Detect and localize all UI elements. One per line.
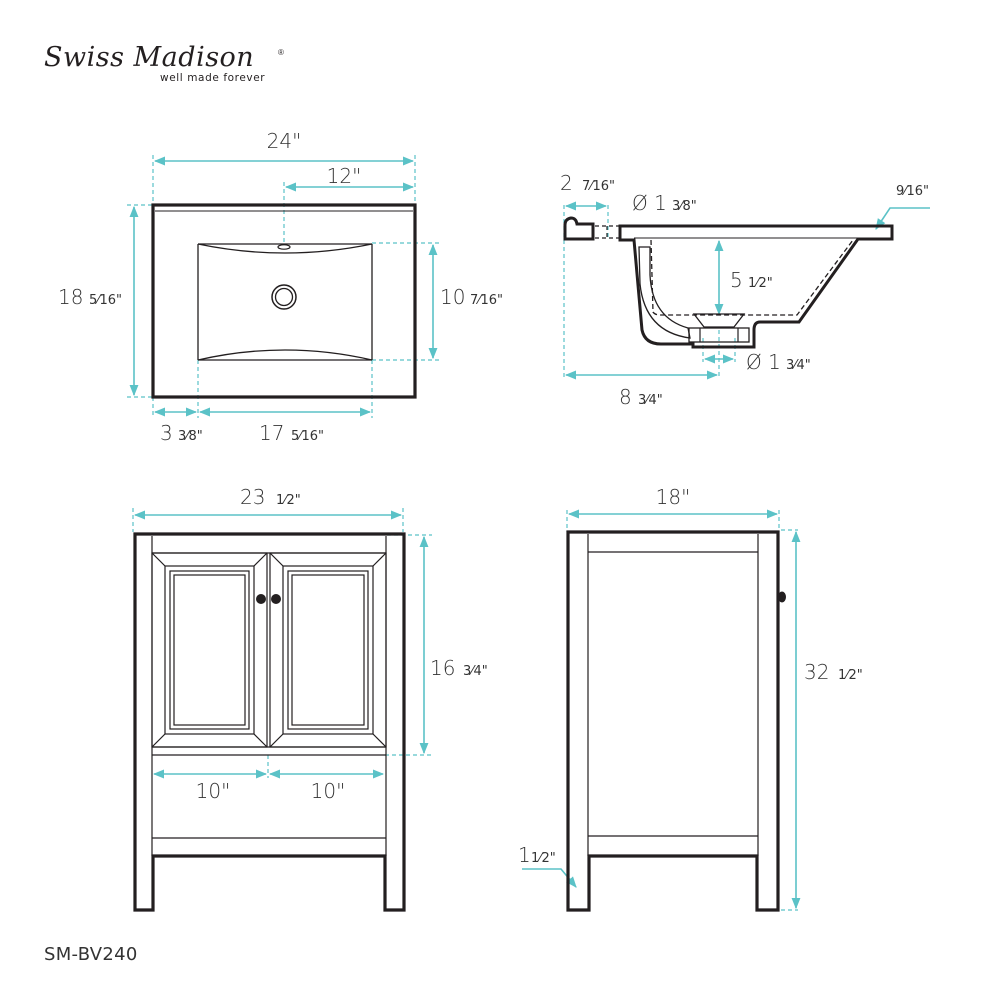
dim-side-height: 32 [804, 660, 829, 684]
vanity-frame [133, 532, 406, 912]
overflow-channel [638, 246, 691, 339]
dim-right-door-width: 10" [311, 779, 346, 803]
dim-drain-diameter: Ø 1 [746, 350, 781, 374]
dim-side-depth: 18" [656, 485, 691, 509]
basin-profile [618, 224, 894, 349]
side-frame [566, 530, 780, 912]
dim-backsplash-offset-frac: 7⁄16" [582, 179, 615, 194]
dim-leg-width-frac: 1⁄2" [531, 851, 556, 866]
front-view: 23 1⁄2" 16 3⁄4" 10" 10" [132, 485, 488, 912]
top-extension-lines [127, 155, 440, 418]
dim-left-door-width: 10" [196, 779, 231, 803]
dim-center-to-edge: 12" [327, 164, 362, 188]
dim-backsplash-offset: 2 [560, 171, 573, 195]
dim-rim-thickness: 9⁄16" [896, 184, 929, 199]
drain-icon [271, 284, 297, 310]
dim-left-offset: 3 [160, 421, 173, 445]
brand-name: Swiss Madison [44, 42, 255, 73]
brand-tagline: well made forever [160, 72, 266, 84]
drain-body [688, 327, 750, 343]
dim-door-height: 16 [430, 656, 455, 680]
right-door[interactable] [269, 552, 387, 748]
dim-faucet-hole: Ø 1 [632, 191, 667, 215]
backsplash-profile [563, 216, 595, 241]
dim-overall-width: 24" [267, 129, 302, 153]
dim-left-offset-frac: 3⁄8" [178, 429, 203, 444]
model-number: SM-BV240 [44, 944, 138, 965]
dim-basin-depth-frac: 7⁄16" [470, 293, 503, 308]
drain-flange [692, 313, 746, 328]
faucet-hole-icon [277, 244, 291, 250]
dim-basin-width-frac: 5⁄16" [291, 429, 324, 444]
dim-drain-diameter-frac: 3⁄4" [786, 358, 811, 373]
dim-basin-depth: 10 [440, 285, 465, 309]
dim-front-width: 23 [240, 485, 265, 509]
dim-faucet-hole-frac: 3⁄8" [672, 199, 697, 214]
dim-leg-width: 1 [518, 843, 531, 867]
dim-bowl-depth-frac: 1⁄2" [748, 276, 773, 291]
inner-basin-dashed [650, 239, 854, 316]
dim-basin-width: 17 [259, 421, 284, 445]
dim-door-height-frac: 3⁄4" [463, 664, 488, 679]
dim-side-height-frac: 1⁄2" [838, 668, 863, 683]
side-view: 18" 32 1⁄2" 1 1⁄2" [518, 485, 863, 912]
dim-drain-offset: 8 [619, 385, 632, 409]
dim-front-width-frac: 1⁄2" [276, 493, 301, 508]
dim-overall-depth: 18 [58, 285, 83, 309]
side-knob-icon [778, 591, 786, 603]
countertop-outline [151, 203, 417, 399]
left-door[interactable] [151, 552, 268, 748]
top-dimension-lines [129, 156, 438, 417]
section-view: 2 7⁄16" Ø 1 3⁄8" 9⁄16" 5 1⁄2" Ø 1 3⁄4" 8… [560, 171, 930, 409]
basin-outline [197, 243, 373, 361]
left-knob-icon[interactable] [256, 594, 266, 604]
dim-bowl-depth: 5 [730, 268, 743, 292]
dim-overall-depth-frac: 5⁄16" [89, 293, 122, 308]
top-view: 24" 12" 18 5⁄16" 10 7⁄16" 3 3⁄8" 17 5⁄16… [58, 129, 503, 445]
dim-drain-offset-frac: 3⁄4" [638, 393, 663, 408]
registered-mark: ® [278, 48, 284, 57]
right-knob-icon[interactable] [271, 594, 281, 604]
brand-logo: Swiss Madison ® well made forever [44, 42, 284, 88]
